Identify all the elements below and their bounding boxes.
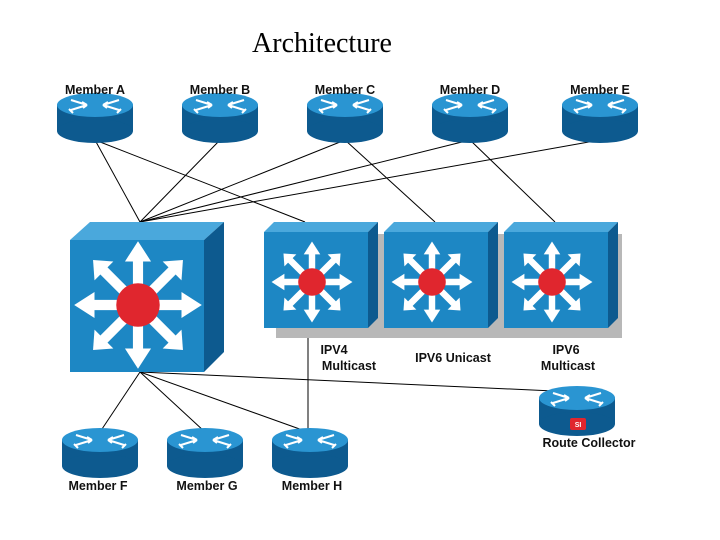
member-f-label: Member F — [68, 479, 127, 493]
si-badge-text: SI — [575, 422, 582, 429]
ipv6-unicast-label: IPV6 Unicast — [415, 351, 492, 365]
member-b-label: Member B — [190, 83, 250, 97]
router-member-h — [271, 427, 349, 479]
ipv6-multicast-line1: IPV6 — [552, 343, 579, 357]
router-member-e — [561, 92, 639, 144]
route-collector-label: Route Collector — [542, 436, 635, 450]
router-member-c — [306, 92, 384, 144]
connection-lines — [94, 139, 601, 433]
switch-ipv6-unicast — [384, 222, 498, 328]
router-member-b — [181, 92, 259, 144]
member-g-label: Member G — [176, 479, 237, 493]
ipv4-multicast-line1: IPV4 — [320, 343, 347, 357]
switch-ipv4-multicast — [264, 222, 378, 328]
diagram-title: Architecture — [252, 28, 392, 59]
member-h-label: Member H — [282, 479, 342, 493]
member-c-label: Member C — [315, 83, 375, 97]
router-member-a — [56, 92, 134, 144]
core-switch — [70, 222, 224, 372]
router-member-d — [431, 92, 509, 144]
member-d-label: Member D — [440, 83, 500, 97]
router-member-f — [61, 427, 139, 479]
si-badge — [570, 418, 586, 430]
member-a-label: Member A — [65, 83, 125, 97]
ipv4-multicast-line2: Multicast — [322, 359, 377, 373]
router-member-g — [166, 427, 244, 479]
member-e-label: Member E — [570, 83, 630, 97]
ipv6-multicast-line2: Multicast — [541, 359, 596, 373]
switch-ipv6-multicast — [504, 222, 618, 328]
